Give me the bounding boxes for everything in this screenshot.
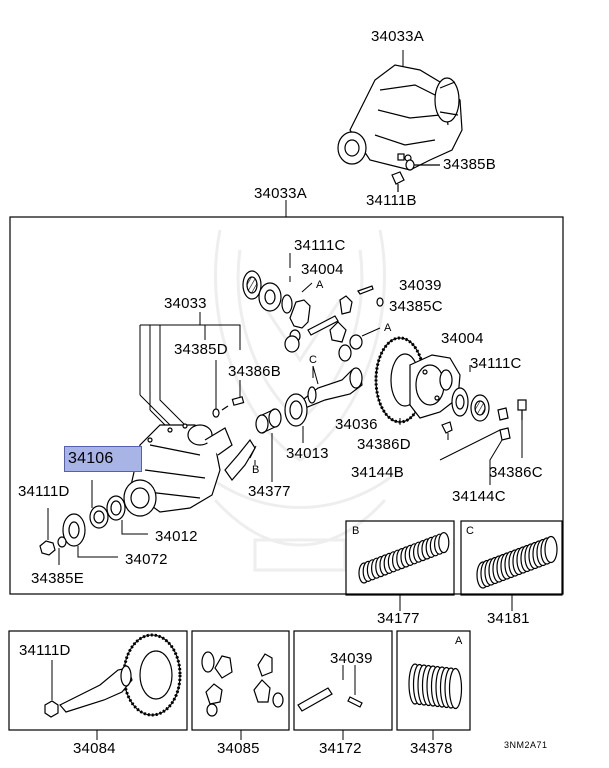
oil-seal-34012	[106, 495, 126, 521]
label-34111c-upper[interactable]: 34111C	[294, 237, 346, 254]
label-34386d[interactable]: 34386D	[357, 436, 411, 453]
callout-b-main: B	[252, 464, 260, 476]
label-34385c[interactable]: 34385C	[389, 298, 443, 315]
label-34033a-top[interactable]: 34033A	[371, 28, 424, 45]
differential-case	[409, 354, 461, 419]
bearing-34013	[284, 393, 308, 427]
top-bolt-34111b	[391, 171, 405, 192]
diagram-code: 3NM2A71	[504, 740, 548, 750]
drive-pinion	[299, 367, 363, 409]
label-34039[interactable]: 34039	[399, 277, 442, 294]
pinion-gears	[329, 295, 363, 362]
label-34039-kit[interactable]: 34039	[330, 650, 373, 667]
label-34013[interactable]: 34013	[286, 445, 329, 462]
label-34111d[interactable]: 34111D	[18, 483, 70, 500]
label-34111b[interactable]: 34111B	[366, 192, 417, 209]
bearing-34111c-lower	[451, 387, 490, 422]
callout-c-box: C	[466, 525, 475, 537]
label-34144c[interactable]: 34144C	[452, 488, 506, 505]
label-34181[interactable]: 34181	[487, 610, 530, 627]
label-34072[interactable]: 34072	[125, 551, 168, 568]
companion-flange-34072	[62, 505, 109, 547]
leader-lines-34033	[139, 312, 241, 441]
bolt-34386c	[517, 399, 527, 420]
callout-a-box: A	[455, 635, 463, 647]
differential-carrier-assembly-top	[337, 64, 463, 171]
lock-plates-34144	[497, 407, 511, 441]
pinion-shaft-34039	[307, 285, 374, 336]
label-34386c[interactable]: 34386C	[489, 464, 543, 481]
thrust-washer-34385c	[376, 297, 384, 307]
label-34084[interactable]: 34084	[73, 740, 116, 757]
carrier-housing-34106	[123, 423, 233, 517]
shim-stack-34177	[358, 531, 450, 584]
label-34111c-lower[interactable]: 34111C	[470, 355, 522, 372]
top-nut-34385b	[405, 159, 440, 171]
bolt-34386b	[221, 396, 245, 411]
label-34012[interactable]: 34012	[155, 528, 198, 545]
label-34106-highlighted[interactable]: 34106	[64, 446, 142, 472]
callout-c-main: C	[309, 354, 318, 366]
pinion-shaft-pin-34172	[297, 687, 363, 712]
callout-a-middle: A	[384, 322, 392, 334]
label-34036[interactable]: 34036	[335, 416, 378, 433]
spring-set-34378-ring	[448, 667, 463, 710]
bearing-34111c-upper	[242, 270, 293, 314]
label-34378[interactable]: 34378	[410, 740, 453, 757]
label-34386b[interactable]: 34386B	[228, 363, 281, 380]
gear-set-34085	[201, 651, 284, 717]
label-34177[interactable]: 34177	[377, 610, 420, 627]
watermark-emblem	[199, 229, 401, 572]
label-34385e[interactable]: 34385E	[31, 570, 84, 587]
label-34377[interactable]: 34377	[248, 483, 291, 500]
label-34004-upper[interactable]: 34004	[301, 261, 344, 278]
shim-stack-34181	[476, 535, 558, 589]
label-34144b[interactable]: 34144B	[351, 464, 404, 481]
callout-a-upper: A	[316, 279, 324, 291]
small-nut-34385d	[212, 408, 220, 418]
bolt-34386d	[441, 421, 453, 434]
label-34385b[interactable]: 34385B	[443, 156, 496, 173]
label-34111d-kit[interactable]: 34111D	[19, 642, 71, 659]
ring-pinion-set-34084	[44, 633, 182, 718]
shim-stack-34177-ring	[438, 531, 450, 554]
label-34033[interactable]: 34033	[164, 295, 207, 312]
callout-b-box: B	[352, 525, 360, 537]
spring-set-34378	[408, 663, 463, 710]
label-34004-lower[interactable]: 34004	[441, 330, 484, 347]
label-34172[interactable]: 34172	[319, 740, 362, 757]
nut-34111d	[39, 536, 67, 556]
collapsible-spacer-34013	[255, 408, 282, 434]
label-34085[interactable]: 34085	[217, 740, 260, 757]
shim-stack-34181-ring	[544, 535, 558, 564]
label-34033a-main[interactable]: 34033A	[254, 185, 307, 202]
side-gear-upper	[284, 299, 311, 353]
label-34385d[interactable]: 34385D	[174, 341, 228, 358]
